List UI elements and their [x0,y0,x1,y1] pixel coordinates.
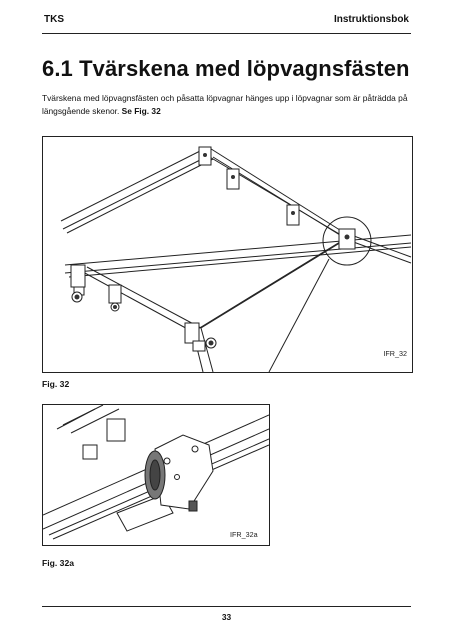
figure-32-frame [42,136,413,373]
body-paragraph: Tvärskena med löpvagnsfästen och påsatta… [42,92,417,117]
footer-rule [42,606,411,607]
figure-32-drawing [60,146,412,372]
body-text: Tvärskena med löpvagnsfästen och påsatta… [42,93,408,116]
header-document-type: Instruktionsbok [333,14,409,25]
figure-32a-frame [42,404,270,546]
figure-32a-ref: IFR_32a [230,530,258,539]
detail-callout-circle [322,216,372,266]
figure-reference: Se Fig. 32 [121,105,161,116]
figure-32-caption: Fig. 32 [42,379,70,389]
section-title: 6.1 Tvärskena med löpvagnsfästen [42,56,410,81]
figure-32a-caption: Fig. 32a [42,558,74,568]
page-number: 33 [221,612,232,622]
header-rule [42,33,411,34]
figure-32a-drawing [43,405,269,540]
header-product-name: TKS [44,14,64,25]
detail-leader-line [268,258,330,372]
figure-32-ref: IFR_32 [383,349,407,358]
